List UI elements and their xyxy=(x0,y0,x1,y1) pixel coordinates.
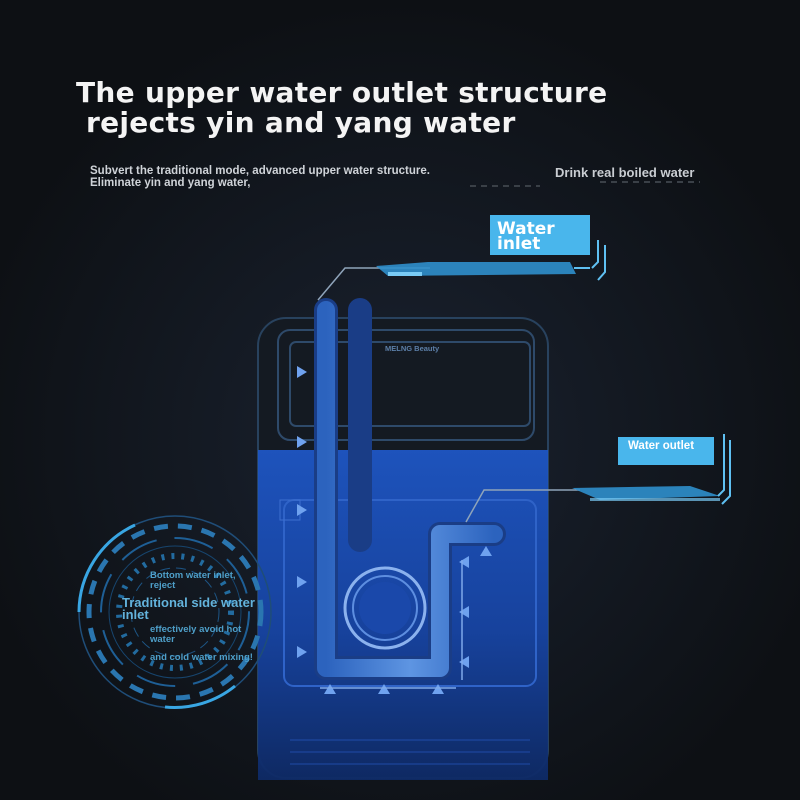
flow-guide-lines xyxy=(320,560,463,689)
subtext: Subvert the traditional mode, advanced u… xyxy=(90,165,430,189)
water-inlet-label: Water inlet xyxy=(497,219,555,254)
dispenser-body xyxy=(257,317,549,780)
headline-line-1: The upper water outlet structure xyxy=(76,76,608,109)
decorative-dashes xyxy=(470,181,700,187)
circle-callout-line-1: Bottom water inlet, reject xyxy=(150,570,236,591)
outlet-callout xyxy=(465,434,731,523)
circle-callout: Bottom water inlet, reject Traditional s… xyxy=(122,571,262,663)
heating-element xyxy=(343,566,427,650)
headline: The upper water outlet structure rejects… xyxy=(76,78,607,138)
headline-line-2: rejects yin and yang water xyxy=(86,106,516,139)
flow-arrows xyxy=(297,366,492,694)
drink-label: Drink real boiled water xyxy=(555,165,695,180)
brand-text: MELNG Beauty xyxy=(385,344,440,353)
circle-callout-line-3: effectively avoid hot water xyxy=(150,624,242,645)
hud-ring xyxy=(77,515,272,709)
circle-callout-line-4: and cold water mixing! xyxy=(150,652,253,663)
water-outlet-label: Water outlet xyxy=(628,440,695,452)
inlet-callout xyxy=(317,215,606,301)
circle-callout-line-2: Traditional side water inlet xyxy=(122,595,255,622)
water-pipes xyxy=(314,298,506,680)
